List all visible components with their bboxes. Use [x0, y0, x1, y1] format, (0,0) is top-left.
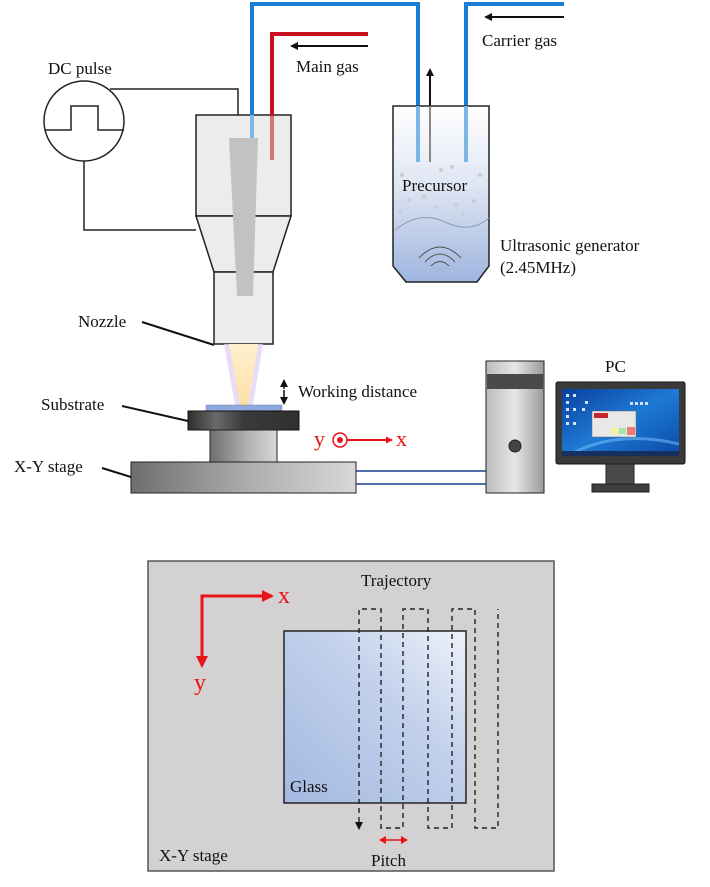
electrode	[229, 138, 258, 296]
label-axis-x-bottom: x	[278, 583, 290, 609]
plasma-jet	[229, 344, 258, 405]
label-pc: PC	[605, 357, 626, 376]
label-ultrasonic-generator: Ultrasonic generator	[500, 236, 640, 255]
coordinate-axes-icon	[200, 594, 262, 652]
label-axis-x-top: x	[396, 426, 407, 451]
substrate	[205, 404, 283, 412]
dc-pulse-source	[43, 80, 239, 231]
mist-droplets	[398, 165, 482, 216]
label-main-gas: Main gas	[296, 57, 359, 76]
glass-substrate	[283, 630, 467, 804]
label-frequency: (2.45MHz)	[500, 258, 576, 277]
plasma-torch	[194, 114, 293, 345]
ultrasonic-waves-icon	[418, 246, 462, 267]
label-carrier-gas: Carrier gas	[482, 31, 557, 50]
label-substrate: Substrate	[41, 395, 104, 414]
pitch-arrow-left	[379, 836, 386, 844]
substrate-holder	[187, 410, 300, 431]
label-xy-stage-bottom: X-Y stage	[159, 846, 228, 865]
raster-trajectory-path	[358, 608, 499, 829]
nozzle	[213, 271, 274, 345]
label-xy-stage-top: X-Y stage	[14, 457, 83, 476]
carrier-pipe-to-torch	[250, 2, 364, 138]
square-pulse-icon	[45, 105, 124, 131]
axis-dot	[337, 437, 343, 443]
label-precursor: Precursor	[402, 176, 467, 195]
label-working-distance: Working distance	[298, 382, 417, 401]
pc-tower	[485, 360, 545, 494]
xy-stage	[130, 461, 357, 494]
label-trajectory: Trajectory	[361, 571, 432, 590]
label-axis-y-top: y	[314, 426, 325, 451]
stage-leader-line	[101, 467, 132, 478]
trajectory-start-arrow-icon	[355, 822, 363, 830]
pc-monitor	[555, 381, 686, 493]
power-button-icon	[508, 439, 522, 453]
pitch-arrow-right	[401, 836, 408, 844]
label-glass: Glass	[290, 777, 328, 796]
stage-column	[209, 429, 278, 463]
substrate-leader-line	[121, 405, 189, 422]
nozzle-leader-line	[141, 321, 215, 346]
pulse-generator-icon	[43, 80, 125, 162]
label-axis-y-bottom: y	[194, 670, 206, 696]
precursor-vessel	[392, 68, 490, 283]
label-pitch: Pitch	[371, 851, 406, 870]
pulse-wire-bottom	[83, 161, 196, 231]
label-dc-pulse: DC pulse	[48, 59, 112, 78]
label-nozzle: Nozzle	[78, 312, 126, 331]
